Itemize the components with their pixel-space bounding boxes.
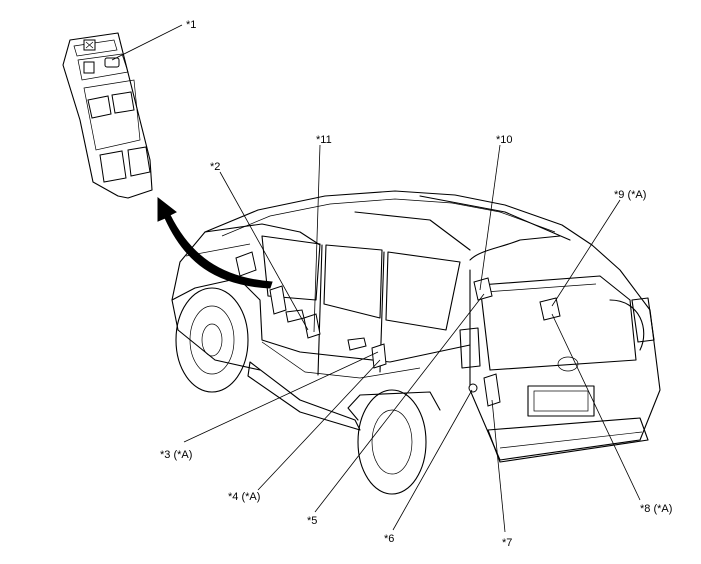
front-door-lock-actuator bbox=[303, 313, 321, 339]
callout-10: *10 bbox=[496, 134, 513, 146]
callout-4: *4 (*A) bbox=[228, 491, 260, 503]
power-window-master-switch bbox=[62, 32, 153, 199]
callout-5: *5 bbox=[307, 515, 317, 527]
back-door-courtesy-switch bbox=[468, 383, 478, 393]
callout-3: *3 (*A) bbox=[160, 449, 192, 461]
callout-1: *1 bbox=[186, 19, 196, 31]
callout-11: *11 bbox=[316, 134, 332, 146]
callout-9: *9 (*A) bbox=[614, 189, 646, 201]
back-door-lock-motor bbox=[539, 297, 561, 321]
callout-7: *7 bbox=[502, 537, 512, 549]
detail-arrow bbox=[157, 196, 273, 289]
callout-labels: *1 *2 *3 (*A) *4 (*A) *5 *6 *7 *8 (*A) *… bbox=[160, 19, 672, 549]
callout-2: *2 bbox=[210, 161, 220, 173]
component-parts bbox=[303, 277, 561, 407]
leader-lines bbox=[111, 24, 641, 533]
back-door-opener-switch bbox=[483, 373, 501, 407]
rear-door-lock-actuator bbox=[371, 343, 387, 369]
vehicle-outline bbox=[171, 190, 661, 495]
callout-6: *6 bbox=[384, 533, 394, 545]
callout-8: *8 (*A) bbox=[640, 503, 672, 515]
back-door-lock-assembly bbox=[473, 277, 493, 301]
